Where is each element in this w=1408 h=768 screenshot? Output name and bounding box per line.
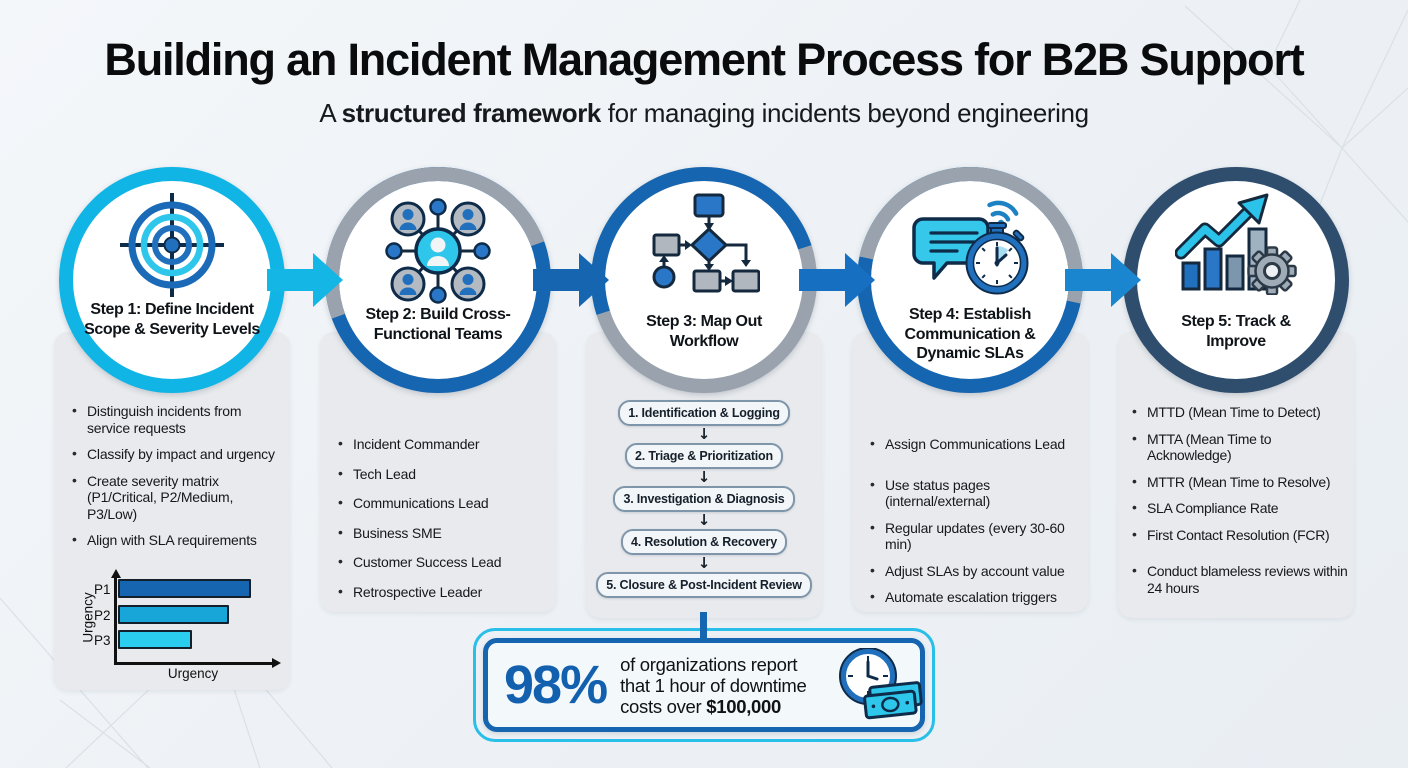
team-network-icon <box>385 198 491 304</box>
bullet-item: Adjust SLAs by account value <box>868 562 1082 580</box>
flow-arrow-4-icon <box>1065 253 1141 307</box>
communication-timer-icon <box>912 200 1029 295</box>
step-circle-5: Step 5: Track & Improve <box>1123 167 1349 393</box>
workflow-step-2: 2. Triage & Prioritization <box>625 443 783 469</box>
chart-row: P1 <box>88 579 118 600</box>
bullet-item: Tech Lead <box>336 465 542 483</box>
bullet-item: Incident Commander <box>336 435 542 453</box>
chart-x-axis-label: Urgency <box>167 666 219 681</box>
workflow-sequence: 1. Identification & Logging ↓ 2. Triage … <box>586 400 822 598</box>
down-arrow-icon: ↓ <box>697 468 711 486</box>
bullet-item: Create severity matrix (P1/Critical, P2/… <box>70 472 276 523</box>
metrics-gear-icon <box>1175 193 1297 295</box>
step-circle-1: Step 1: Define Incident Scope & Severity… <box>59 167 285 393</box>
bullet-item: Customer Success Lead <box>336 553 542 571</box>
flow-arrow-3-icon <box>799 253 875 307</box>
bullet-item: Assign Communications Lead <box>868 435 1082 453</box>
step-label-2: Step 2: Build Cross-Functional Teams <box>365 306 511 343</box>
urgency-chart: Urgency P1 P2 P3 Urgency <box>81 569 281 681</box>
step4-bullet-list: Assign Communications Lead Use status pa… <box>868 435 1082 616</box>
y-axis <box>114 576 117 662</box>
bullet-item: Distinguish incidents from service reque… <box>70 402 276 436</box>
chart-bar-track <box>118 579 266 598</box>
bullet-item: Retrospective Leader <box>336 583 542 601</box>
bullet-item: MTTD (Mean Time to Detect) <box>1130 403 1352 421</box>
chart-category-label: P2 <box>94 607 111 623</box>
y-axis-arrow-icon <box>110 569 121 578</box>
bullet-item: Conduct blameless reviews within 24 hour… <box>1130 562 1352 596</box>
chart-bar-p2 <box>118 604 229 624</box>
chart-category-label: P3 <box>94 633 111 648</box>
stat-text: of organizations report that 1 hour of d… <box>620 654 832 717</box>
page-title: Building an Incident Management Process … <box>104 34 1304 85</box>
bullet-item: Regular updates (every 30-60 min) <box>868 519 1082 553</box>
bullet-item: SLA Compliance Rate <box>1130 499 1352 517</box>
step1-bullet-list: Distinguish incidents from service reque… <box>70 402 276 559</box>
workflow-step-5: 5. Closure & Post-Incident Review <box>596 572 812 598</box>
down-arrow-icon: ↓ <box>697 554 711 572</box>
flow-arrow-1-icon <box>267 253 343 307</box>
down-arrow-icon: ↓ <box>697 511 711 529</box>
bullet-item: Business SME <box>336 524 542 542</box>
step2-bullet-list: Incident Commander Tech Lead Communicati… <box>336 435 542 613</box>
down-arrow-icon: ↓ <box>697 425 711 443</box>
step-label-4: Step 4: Establish Communication & Dynami… <box>904 306 1036 363</box>
subtitle-prefix: A <box>319 98 342 128</box>
bullet-item: MTTA (Mean Time to Acknowledge) <box>1130 430 1352 464</box>
connector-line <box>700 612 707 642</box>
chart-bar-p1 <box>118 579 252 598</box>
workflow-step-1: 1. Identification & Logging <box>618 400 790 426</box>
flow-arrow-2-icon <box>533 253 609 307</box>
bullet-item: Align with SLA requirements <box>70 531 276 549</box>
workflow-step-4: 4. Resolution & Recovery <box>621 529 787 555</box>
x-axis-arrow-icon <box>272 658 281 668</box>
bullet-item: First Contact Resolution (FCR) <box>1130 526 1352 544</box>
stat-line-2: that 1 hour of downtime <box>620 674 807 696</box>
bullet-item: Use status pages (internal/external) <box>868 476 1082 510</box>
bullet-item: Automate escalation triggers <box>868 588 1082 606</box>
stat-value: 98% <box>504 655 608 715</box>
step-label-3: Step 3: Map Out Workflow <box>646 313 762 350</box>
subtitle-bold: structured framework <box>341 98 602 128</box>
chart-category-label: P1 <box>94 582 111 597</box>
bullet-item: Classify by impact and urgency <box>70 445 276 463</box>
stat-box: 98% of organizations report that 1 hour … <box>483 638 925 732</box>
step-circle-3: Step 3: Map Out Workflow <box>591 167 817 393</box>
step5-bullet-list: MTTD (Mean Time to Detect) MTTA (Mean Ti… <box>1130 403 1352 606</box>
step-label-5: Step 5: Track & Improve <box>1181 313 1291 350</box>
chart-row: P2 <box>88 605 118 626</box>
chart-bar-track <box>118 604 266 624</box>
page-subtitle: A structured framework for managing inci… <box>0 98 1408 129</box>
subtitle-suffix: for managing incidents beyond engineerin… <box>600 98 1089 128</box>
chart-bar-p3 <box>118 630 192 649</box>
step-circle-2: Step 2: Build Cross-Functional Teams <box>325 167 551 393</box>
target-icon <box>120 193 224 297</box>
downtime-cost-icon <box>839 648 923 720</box>
stat-line-1: of organizations report <box>620 653 798 675</box>
stat-line-3-prefix: costs over <box>620 695 707 717</box>
flowchart-icon <box>652 193 760 293</box>
bullet-item: Communications Lead <box>336 494 542 512</box>
chart-row: P3 <box>88 630 118 651</box>
step-circle-4: Step 4: Establish Communication & Dynami… <box>857 167 1083 393</box>
bullet-item: MTTR (Mean Time to Resolve) <box>1130 473 1352 491</box>
step-label-1: Step 1: Define Incident Scope & Severity… <box>84 301 260 338</box>
workflow-step-3: 3. Investigation & Diagnosis <box>613 486 795 512</box>
x-axis <box>114 662 272 665</box>
stat-line-3-amount: $100,000 <box>706 695 782 717</box>
chart-bar-track <box>118 630 266 649</box>
